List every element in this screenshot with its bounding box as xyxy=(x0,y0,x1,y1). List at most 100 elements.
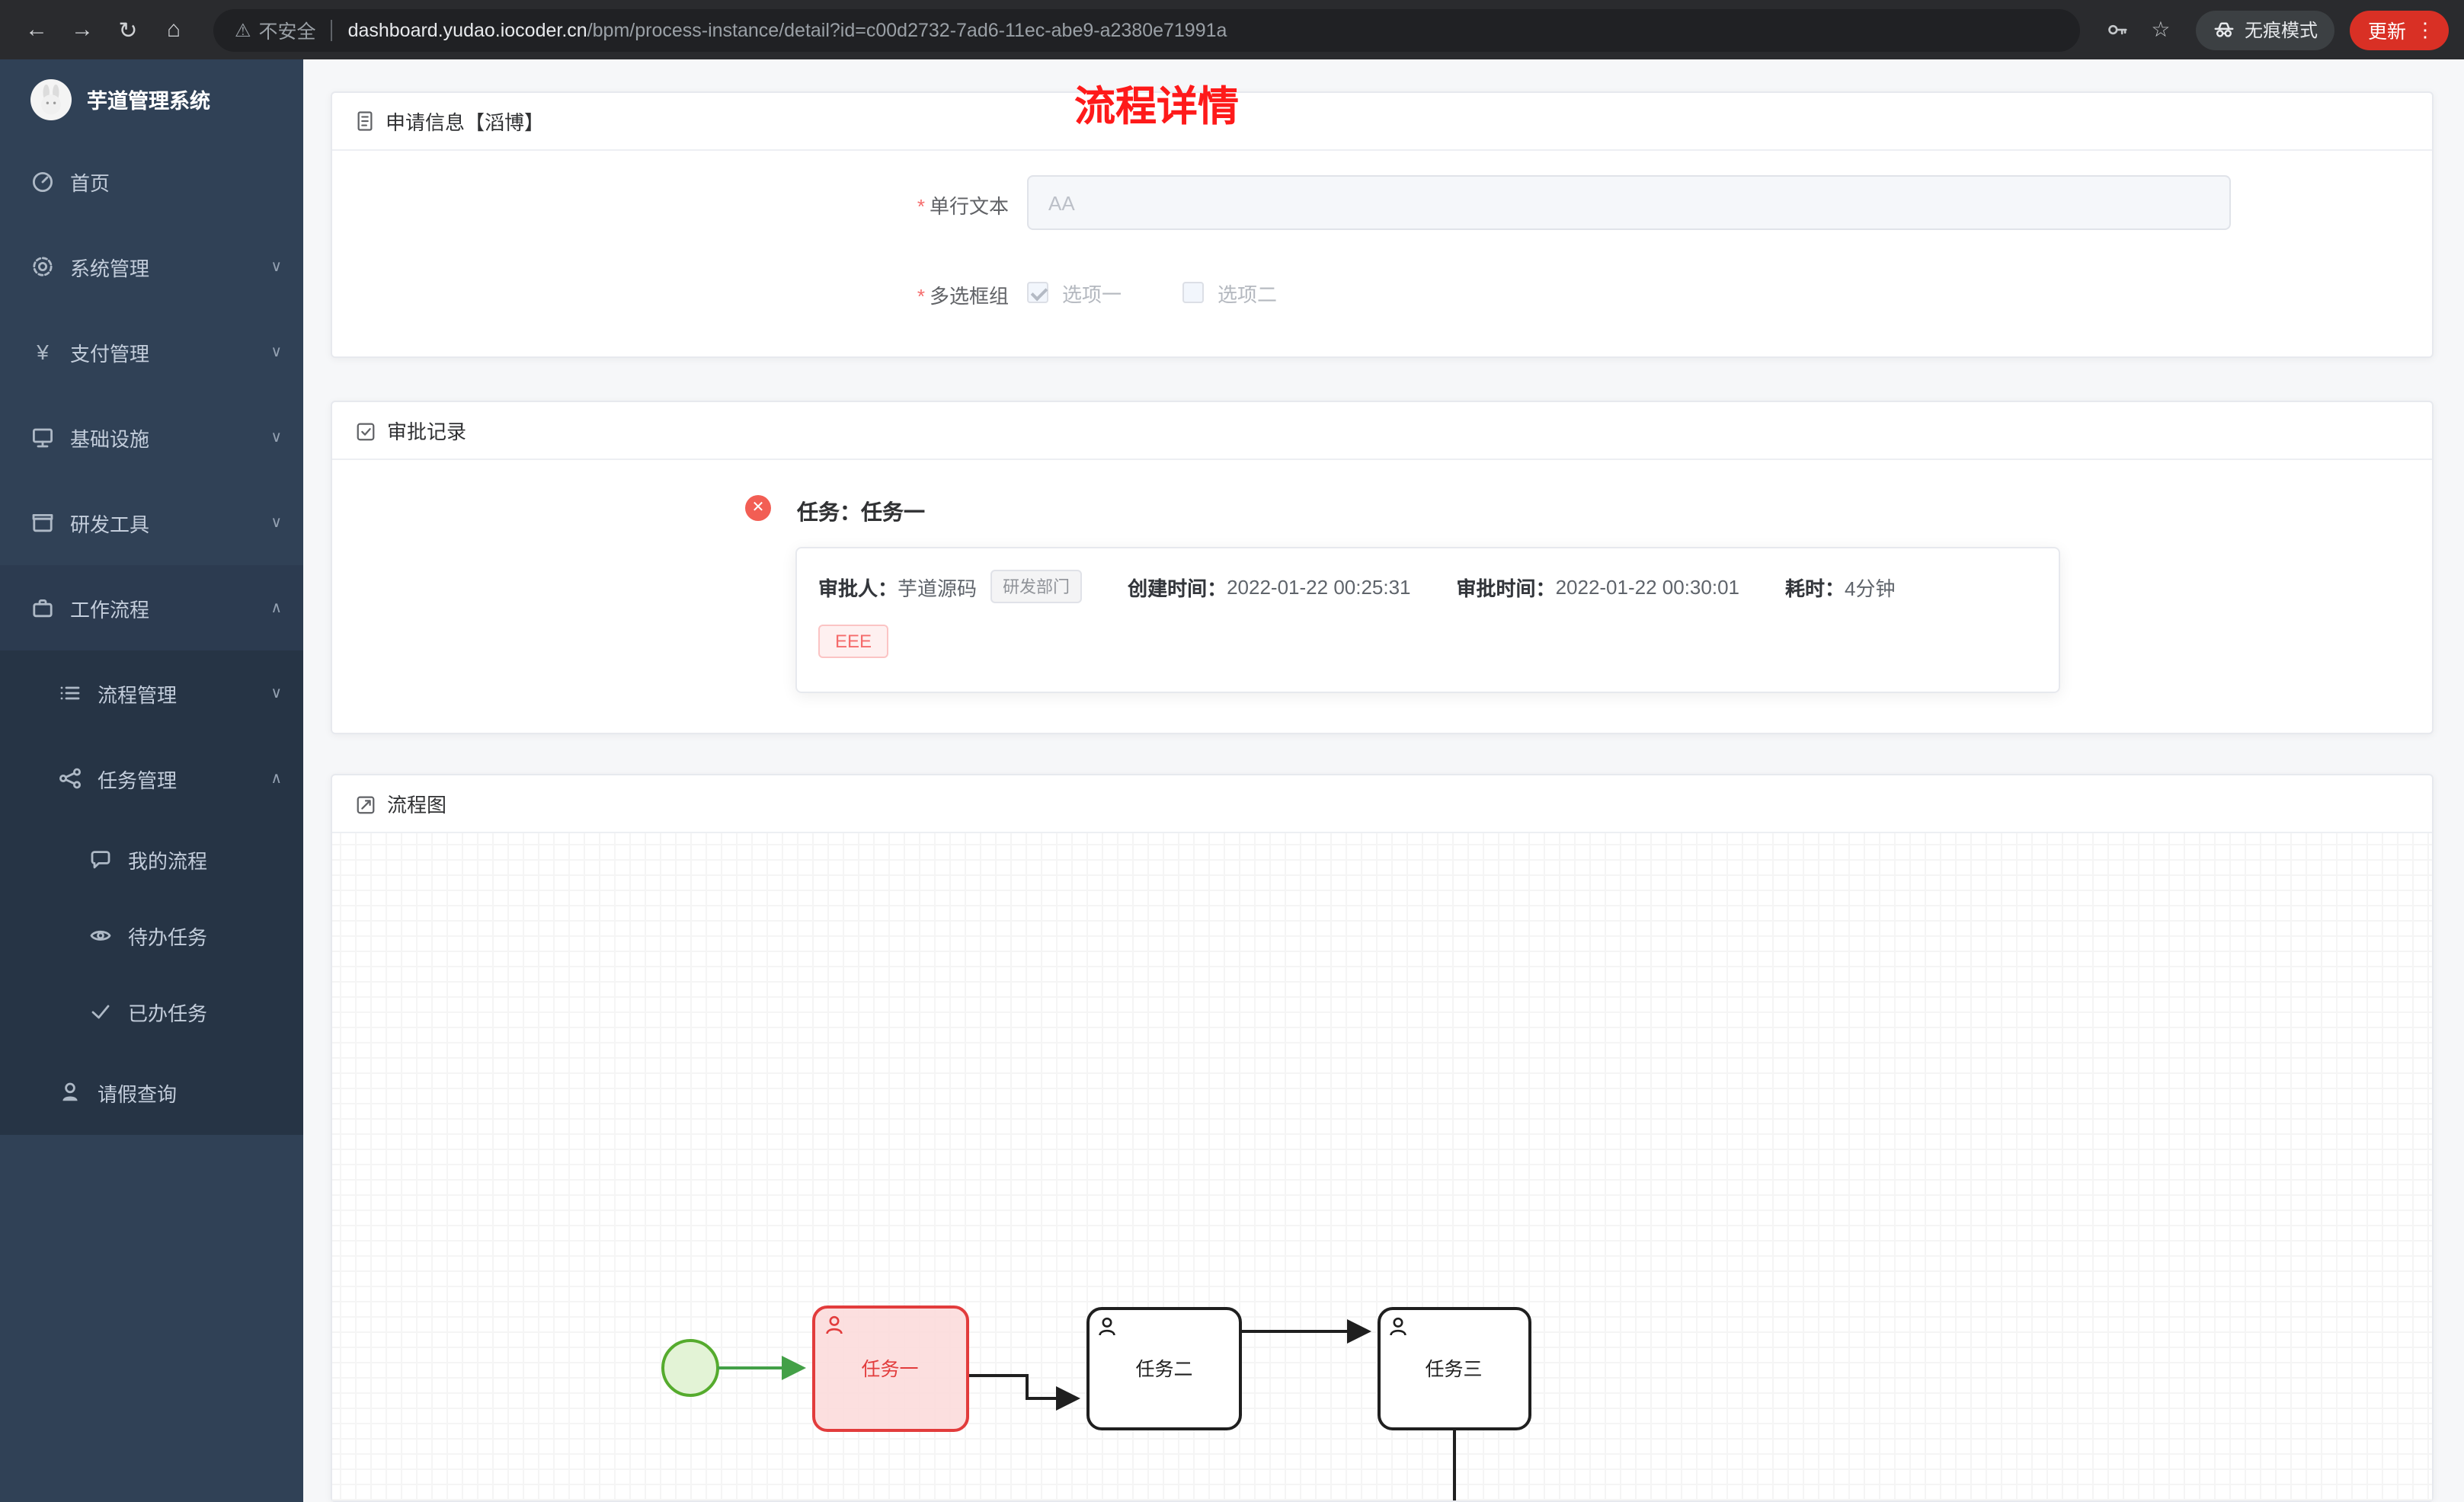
approval-detail-box: 审批人： 芋道源码 研发部门 创建时间： 2022-01-22 00:25:31… xyxy=(795,547,2060,693)
task-node-1[interactable]: 任务一 xyxy=(812,1305,969,1432)
checkbox-option-2[interactable] xyxy=(1182,282,1205,303)
process-diagram-card: 流程图 xyxy=(331,774,2434,1502)
approval-comment-tag: EEE xyxy=(818,625,889,658)
approval-records-header: 审批记录 xyxy=(332,402,2432,460)
process-diagram-header: 流程图 xyxy=(332,775,2432,833)
logo[interactable]: 芋道管理系统 xyxy=(0,59,303,139)
update-button[interactable]: 更新 ⋮ xyxy=(2349,10,2449,50)
task-node-label: 任务一 xyxy=(861,1359,918,1380)
chevron-up-icon: ∧ xyxy=(270,599,282,616)
approved-time-value: 2022-01-22 00:30:01 xyxy=(1555,575,1739,598)
security-label[interactable]: 不安全 xyxy=(258,21,316,43)
bookmark-star-icon[interactable]: ☆ xyxy=(2151,17,2171,41)
sidebar-item-label: 基础设施 xyxy=(70,427,150,450)
approver-name: 芋道源码 xyxy=(898,577,978,599)
chevron-up-icon: ∧ xyxy=(270,770,282,787)
sidebar-item-devtools[interactable]: 研发工具 ∨ xyxy=(0,480,303,565)
bpmn-canvas[interactable]: 任务一 任务二 xyxy=(332,833,2432,1500)
eye-icon xyxy=(90,930,111,941)
sidebar-item-label: 工作流程 xyxy=(70,598,150,621)
sidebar-item-payment[interactable]: ¥ 支付管理 ∨ xyxy=(0,309,303,395)
url-path: /bpm/process-instance/detail?id=c00d2732… xyxy=(587,19,1227,40)
page-title: 流程详情 xyxy=(1074,84,1239,129)
user-task-icon xyxy=(826,1315,843,1334)
key-icon[interactable] xyxy=(2098,10,2138,50)
checkbox-group: 选项一 选项二 xyxy=(1027,279,1277,306)
department-tag: 研发部门 xyxy=(990,570,1083,603)
sidebar-item-label: 请假查询 xyxy=(98,1082,178,1105)
checkbox-option-1-label[interactable]: 选项一 xyxy=(1062,283,1122,305)
start-event-node[interactable] xyxy=(661,1339,719,1397)
sidebar-item-done-tasks[interactable]: 已办任务 xyxy=(0,973,303,1050)
task-node-label: 任务三 xyxy=(1425,1359,1482,1380)
sidebar-item-leave-query[interactable]: 请假查询 xyxy=(0,1050,303,1135)
checkbox-option-1[interactable] xyxy=(1027,282,1048,303)
checkbox-option-2-label[interactable]: 选项二 xyxy=(1218,283,1278,305)
sidebar-item-process-management[interactable]: 流程管理 ∨ xyxy=(0,650,303,736)
sidebar-item-label: 系统管理 xyxy=(70,257,150,280)
sidebar-item-home[interactable]: 首页 xyxy=(0,139,303,224)
task-node-label: 任务二 xyxy=(1135,1359,1192,1380)
gear-icon xyxy=(33,257,53,276)
application-info-header: 申请信息【滔博】 xyxy=(332,93,2432,151)
list-icon xyxy=(60,686,80,700)
required-mark: * xyxy=(917,285,925,308)
app-title: 芋道管理系统 xyxy=(87,90,210,113)
text-field-label: *单行文本 xyxy=(917,195,1009,218)
flow-task1-to-task2 xyxy=(968,1374,1080,1411)
sidebar-item-system[interactable]: 系统管理 ∨ xyxy=(0,224,303,309)
update-label: 更新 xyxy=(2367,21,2406,43)
approval-records-card: 审批记录 ✕ 任务：任务一 审批人： 芋道源码 研发部门 创建时间： 2022-… xyxy=(331,401,2434,734)
home-icon[interactable]: ⌂ xyxy=(166,17,181,43)
sidebar-item-label: 研发工具 xyxy=(70,513,150,535)
sidebar-item-task-management[interactable]: 任务管理 ∧ xyxy=(0,736,303,821)
sidebar-item-infrastructure[interactable]: 基础设施 ∨ xyxy=(0,395,303,480)
chat-bubble-icon xyxy=(91,851,110,869)
chevron-down-icon: ∨ xyxy=(270,514,282,531)
sidebar-item-label: 待办任务 xyxy=(128,925,208,948)
sidebar-item-label: 流程管理 xyxy=(98,683,178,706)
warning-icon: ⚠ xyxy=(235,19,251,40)
card-title: 申请信息【滔博】 xyxy=(386,111,545,134)
incognito-label: 无痕模式 xyxy=(2244,20,2318,41)
sidebar: 芋道管理系统 首页 系统管理 ∨ ¥ 支付管理 ∨ 基础设施 ∨ 研发工具 ∨ xyxy=(0,59,303,1502)
incognito-badge[interactable]: 无痕模式 xyxy=(2195,10,2334,50)
back-icon[interactable]: ← xyxy=(25,17,48,43)
logo-avatar xyxy=(30,78,72,120)
sidebar-item-workflow[interactable]: 工作流程 ∧ xyxy=(0,565,303,650)
briefcase-icon xyxy=(33,599,53,618)
main-content: 流程详情 申请信息【滔博】 *单行文本 *多选框组 选项一 选项二 xyxy=(303,59,2464,1502)
check-icon xyxy=(91,1005,110,1019)
browser-toolbar: ← → ↻ ⌂ ⚠ 不安全 dashboard.yudao.iocoder.cn… xyxy=(0,0,2464,59)
yen-icon: ¥ xyxy=(37,340,49,364)
sidebar-item-todo-tasks[interactable]: 待办任务 xyxy=(0,897,303,973)
forward-icon[interactable]: → xyxy=(71,17,94,43)
single-line-text-input[interactable] xyxy=(1027,175,2231,230)
record-icon xyxy=(357,422,375,440)
refresh-icon[interactable]: ↻ xyxy=(118,18,138,43)
created-time-label: 创建时间： xyxy=(1128,577,1227,599)
sidebar-item-my-process[interactable]: 我的流程 xyxy=(0,821,303,897)
approval-meta-line: 审批人： 芋道源码 研发部门 创建时间： 2022-01-22 00:25:31… xyxy=(818,570,2037,603)
user-task-icon xyxy=(1099,1317,1115,1336)
chevron-down-icon: ∨ xyxy=(270,685,282,701)
approver-label: 审批人： xyxy=(818,577,898,599)
sidebar-item-label: 我的流程 xyxy=(128,849,208,872)
card-title: 审批记录 xyxy=(387,420,467,443)
toolbox-icon xyxy=(32,514,53,532)
chevron-down-icon: ∨ xyxy=(270,258,282,275)
sidebar-item-label: 支付管理 xyxy=(70,342,150,365)
sidebar-item-label: 首页 xyxy=(70,171,110,194)
task-node-3[interactable]: 任务三 xyxy=(1378,1307,1531,1430)
task-node-2[interactable]: 任务二 xyxy=(1086,1307,1242,1430)
task-title: 任务：任务一 xyxy=(797,500,925,524)
application-info-card: 申请信息【滔博】 *单行文本 *多选框组 选项一 选项二 xyxy=(331,91,2434,358)
menu-dots-icon: ⋮ xyxy=(2415,18,2435,40)
diagram-icon xyxy=(357,795,375,813)
sidebar-item-label: 已办任务 xyxy=(128,1002,208,1024)
rejected-status-icon: ✕ xyxy=(745,495,771,521)
address-bar[interactable]: ⚠ 不安全 dashboard.yudao.iocoder.cn /bpm/pr… xyxy=(213,8,2080,51)
chevron-down-icon: ∨ xyxy=(270,344,282,360)
branch-icon xyxy=(59,768,81,789)
